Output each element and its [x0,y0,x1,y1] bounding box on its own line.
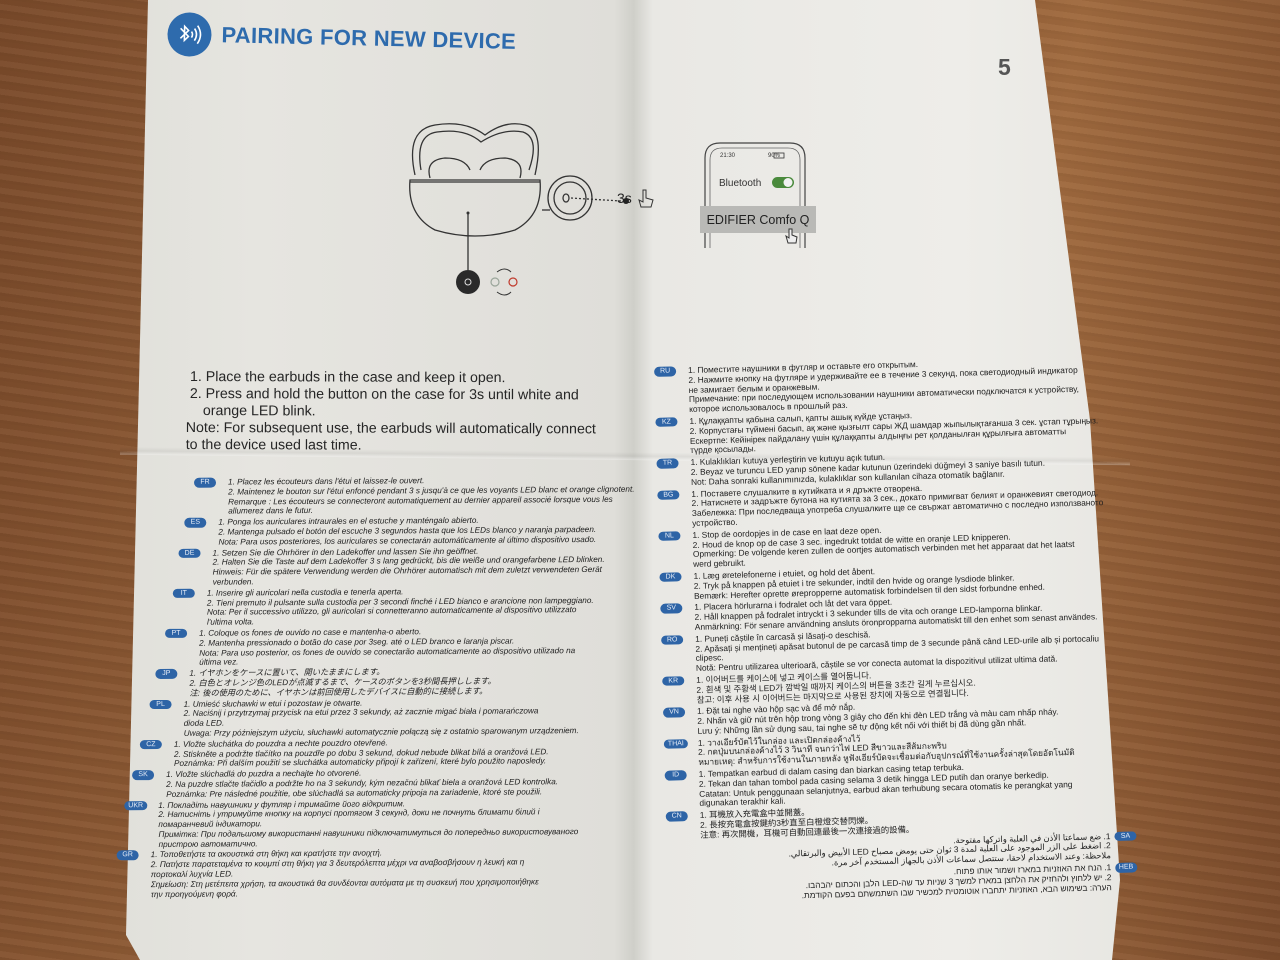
language-code-badge: RU [654,366,677,377]
page-header: PAIRING FOR NEW DEVICE [167,12,517,64]
language-code-badge: RO [661,634,684,646]
language-code-badge: PT [165,628,188,639]
phone-time: 21:30 [720,153,736,159]
main-instructions: 1. Place the earbuds in the case and kee… [186,369,596,455]
page-number: 5 [998,54,1011,80]
note: Note: For subsequent use, the earbuds wi… [185,419,596,438]
language-code-badge: CN [665,811,688,822]
orange-led-icon [508,277,518,287]
white-led-icon [490,277,500,287]
phone-battery: 90% [768,153,781,159]
press-duration-label: 3s [617,190,632,206]
led-indicator-icon [456,270,480,294]
earbuds-case-illustration [409,123,654,296]
bluetooth-label: Bluetooth [719,178,762,189]
language-code-badge: THAI [663,738,688,749]
language-code-badge: VN [662,707,686,718]
language-code-badge: SK [132,770,155,780]
language-code-badge: IT [172,588,195,599]
language-code-badge: UKR [124,800,148,811]
device-name-entry: EDIFIER Comfo Q [700,206,816,233]
language-code-badge: NL [658,531,681,542]
language-code-badge: KR [662,676,685,687]
language-code-badge: CZ [139,739,162,750]
language-code-badge: DK [659,572,682,583]
language-code-badge: TR [656,458,679,469]
language-code-badge: KZ [655,417,678,428]
step-2: 2. Press and hold the button on the case… [189,385,579,404]
language-code-badge: SV [660,603,683,614]
language-code-badge: BG [657,489,680,500]
phone-illustration [704,142,806,248]
bluetooth-sound-icon [167,12,212,57]
language-code-badge: HEB [1114,862,1138,873]
language-code-badge: FR [193,477,217,488]
note-cont: to the device used last time. [185,436,362,454]
language-code-badge: ES [184,517,207,528]
language-code-badge: ID [664,770,687,781]
page-title: PAIRING FOR NEW DEVICE [221,22,517,54]
language-code-badge: GR [116,850,139,861]
language-code-badge: SA [1114,831,1137,842]
clock-icon [623,198,629,204]
hand-press-icon [638,189,654,208]
language-code-badge: PL [149,699,172,710]
language-code-badge: DE [178,548,201,558]
hand-tap-icon [785,228,798,244]
language-code-badge: JP [155,669,178,679]
step-2-cont: orange LED blink. [202,403,316,420]
step-1: 1. Place the earbuds in the case and kee… [189,369,506,387]
